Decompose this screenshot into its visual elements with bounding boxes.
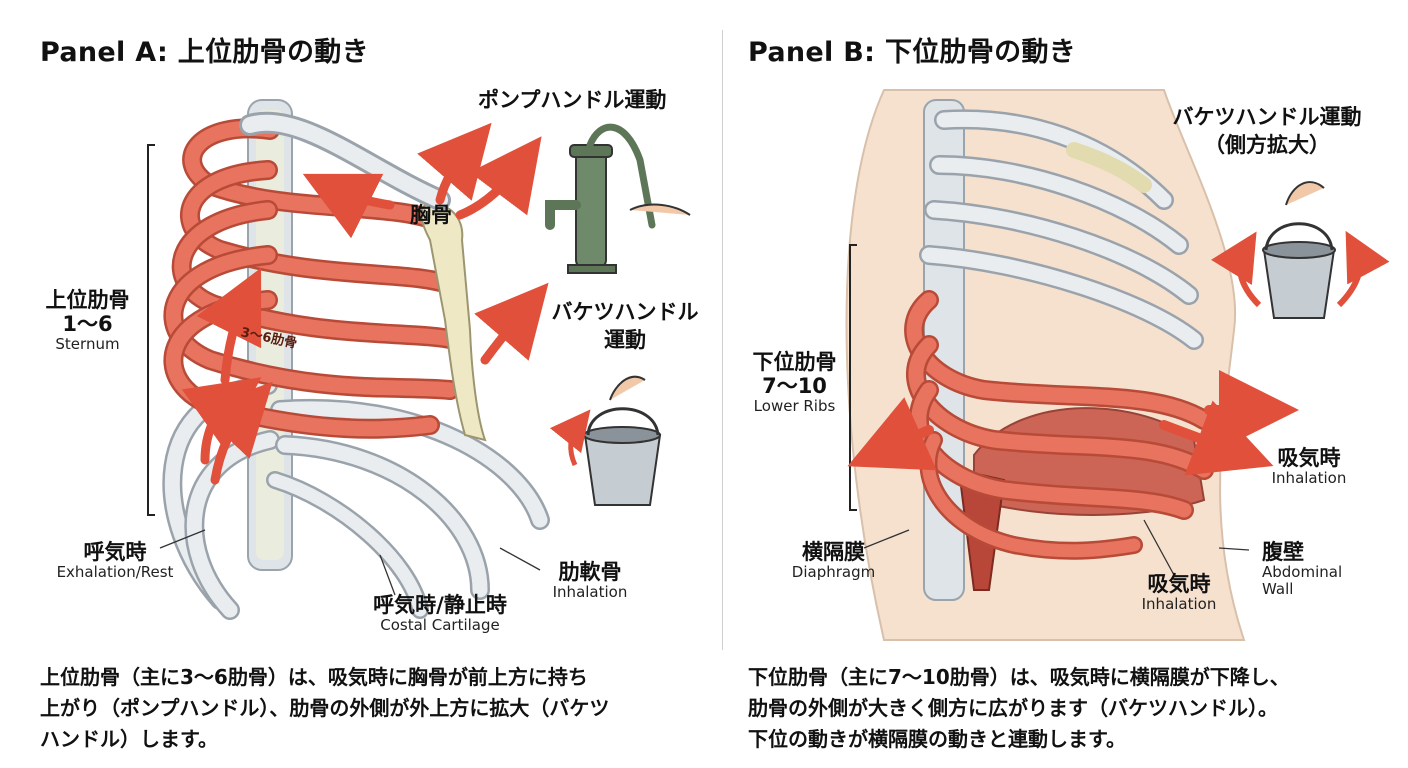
- panel-a-title: Panel A: 上位肋骨の動き: [40, 37, 369, 68]
- panel-b-caption: 下位肋骨（主に7〜10肋骨）は、吸気時に横隔膜が下降し、 肋骨の外側が大きく側方…: [748, 665, 1290, 751]
- upper-ribcage-illustration: [147, 99, 691, 620]
- lower-ribs-label: 下位肋骨 7〜10 Lower Ribs: [752, 350, 837, 416]
- inhalation-bottom-label: 吸気時 Inhalation: [1141, 572, 1217, 614]
- bucket-icon: [549, 375, 662, 506]
- lateral-expansion-arrows: [847, 370, 1299, 476]
- leader-lines: [159, 529, 541, 596]
- costal-cartilage-label: 肋軟骨 Inhalation: [552, 560, 628, 602]
- panel-a-caption: 上位肋骨（主に3〜6肋骨）は、吸気時に胸骨が前上方に持ち 上がり（ポンプハンドル…: [40, 665, 610, 751]
- panel-divider: [722, 30, 723, 650]
- bucket-icon: [1210, 181, 1390, 319]
- exhale-rest-label: 呼気時/静止時 Costal Cartilage: [373, 593, 507, 635]
- exhalation-label: 呼気時 Exhalation/Rest: [56, 540, 174, 582]
- abdominal-wall-label: 腹壁 Abdominal Wall: [1262, 540, 1343, 599]
- upper-ribs-bracket: [147, 144, 155, 516]
- lower-ribs-red: [904, 290, 1214, 560]
- bucket-handle-label: バケツハンドル運動 （側方拡大）: [1172, 105, 1362, 158]
- diaphragm-label: 横隔膜 Diaphragm: [791, 540, 876, 582]
- water-pump-icon: [545, 123, 691, 274]
- panel-a: Panel A: 上位肋骨の動き: [40, 37, 699, 751]
- panel-b: Panel B: 下位肋骨の動き: [724, 0, 1408, 768]
- lower-ribs-bracket: [849, 244, 857, 511]
- leader-lines: [863, 519, 1250, 576]
- upper-ribs-red: [163, 118, 465, 439]
- bucket-handle-label: バケツハンドル 運動: [551, 300, 699, 353]
- inhalation-right-label: 吸気時 Inhalation: [1271, 446, 1347, 488]
- pump-handle-label: ポンプハンドル運動: [478, 88, 667, 112]
- sternum-bone: [420, 203, 487, 442]
- panel-b-title: Panel B: 下位肋骨の動き: [748, 37, 1077, 68]
- upper-ribs-label: 上位肋骨 1〜6 Sternum: [45, 288, 130, 354]
- sternum-label: 胸骨: [410, 203, 452, 227]
- motion-arrows: [181, 122, 549, 485]
- lower-ribcage-illustration: [845, 89, 1390, 641]
